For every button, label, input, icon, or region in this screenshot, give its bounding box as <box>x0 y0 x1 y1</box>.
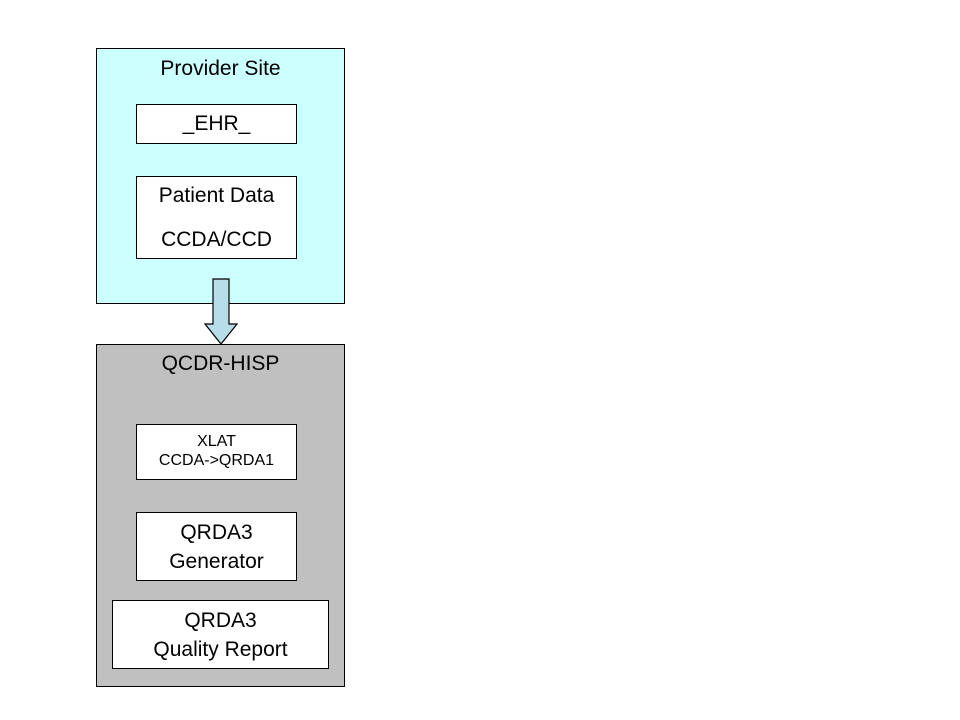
patient-data-label: Patient Data <box>158 184 275 207</box>
xlat-conversion-label: CCDA->QRDA1 <box>158 452 275 469</box>
qrda3-generator-label: QRDA3 <box>180 521 253 544</box>
down-arrow-icon <box>204 278 238 345</box>
xlat-label: XLAT <box>197 433 236 450</box>
xlat-box: XLAT CCDA->QRDA1 <box>136 424 297 480</box>
quality-report-label: Quality Report <box>153 638 288 661</box>
qcdr-hisp-title: QCDR-HISP <box>161 352 280 375</box>
ehr-box: _EHR_ <box>136 104 297 144</box>
ehr-label: _EHR_ <box>182 112 251 135</box>
patient-data-format-label: CCDA/CCD <box>161 228 272 251</box>
generator-label: Generator <box>169 550 264 573</box>
patient-data-box: Patient Data CCDA/CCD <box>136 176 297 259</box>
qrda3-generator-box: QRDA3 Generator <box>136 512 297 581</box>
down-arrow-shape <box>204 278 238 345</box>
qrda3-report-label: QRDA3 <box>184 609 257 632</box>
provider-site-title: Provider Site <box>160 57 281 80</box>
qrda3-quality-report-box: QRDA3 Quality Report <box>112 600 329 669</box>
